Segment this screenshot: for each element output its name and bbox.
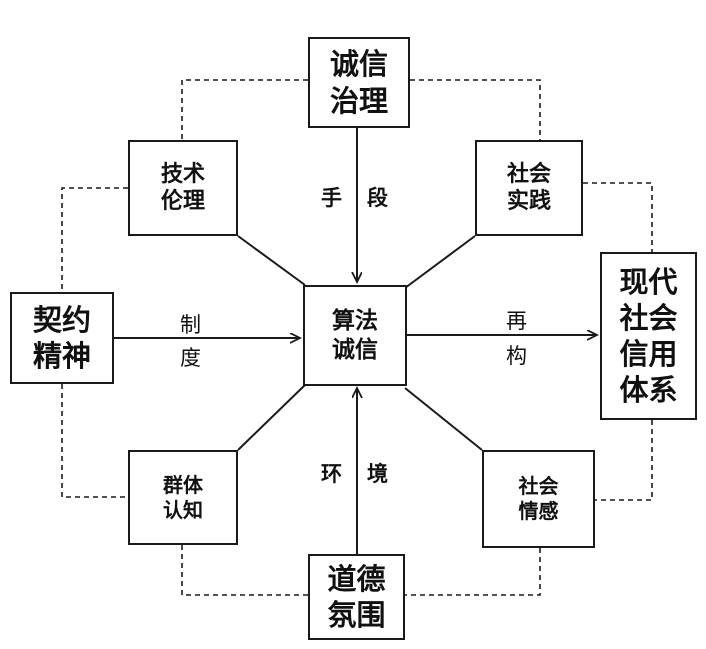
node-right: 现代 社会 信用 体系 xyxy=(600,252,697,420)
node-left-line-1: 契约 xyxy=(32,302,91,337)
edge-label-environment-1: 环 xyxy=(321,462,342,486)
node-right-line-3: 信用 xyxy=(619,337,678,371)
node-bottom-line-1: 道德 xyxy=(327,561,386,596)
node-right-line-2: 社会 xyxy=(619,300,678,335)
dashed-link-topright-to-right xyxy=(583,182,653,252)
edge-label-reconstruct-1: 再 xyxy=(506,309,527,333)
node-top-line-1: 诚信 xyxy=(329,47,388,82)
node-bottom-line-2: 氛围 xyxy=(327,598,386,632)
node-right-line-4: 体系 xyxy=(619,373,678,408)
connector-topright xyxy=(404,235,476,289)
dashed-link-left-to-bottomleft xyxy=(61,384,128,498)
node-top-right-line-2: 实践 xyxy=(506,189,551,214)
diagonal-connectors xyxy=(237,235,483,451)
node-left: 契约 精神 xyxy=(10,292,114,384)
node-center: 算法 诚信 xyxy=(303,285,407,386)
edge-label-system-2: 度 xyxy=(180,346,201,370)
edge-label-reconstruct-2: 构 xyxy=(506,344,527,368)
arrows xyxy=(114,128,597,554)
dashed-link-topleft-to-left xyxy=(61,187,128,292)
node-top-left: 技术 伦理 xyxy=(128,140,238,236)
node-top-right: 社会 实践 xyxy=(475,140,583,236)
node-top-right-line-1: 社会 xyxy=(506,161,551,187)
node-bottom-right: 社会 情感 xyxy=(482,450,595,548)
connector-topleft xyxy=(237,235,306,286)
node-bottom-left-line-1: 群体 xyxy=(163,472,203,497)
node-right-line-1: 现代 xyxy=(619,264,678,299)
edge-label-system-1: 制 xyxy=(180,313,201,337)
node-bottom-left-line-2: 认知 xyxy=(163,497,203,522)
connector-bottomleft xyxy=(237,384,306,451)
node-bottom: 道德 氛围 xyxy=(308,554,405,640)
node-bottom-right-line-2: 情感 xyxy=(518,499,559,523)
edge-label-environment-2: 境 xyxy=(367,462,388,486)
node-top-left-line-2: 伦理 xyxy=(160,189,205,214)
dashed-link-top-to-topright xyxy=(410,79,541,140)
dashed-link-right-to-bottomright xyxy=(595,420,653,501)
node-top-line-2: 治理 xyxy=(329,83,388,118)
dashed-link-top-to-topleft xyxy=(181,79,308,140)
node-top: 诚信 治理 xyxy=(308,37,410,128)
node-top-left-line-1: 技术 xyxy=(160,161,205,187)
node-center-line-1: 算法 xyxy=(332,307,378,334)
dashed-link-bottomright-to-bottom xyxy=(405,548,541,596)
dashed-outer-loop xyxy=(61,79,653,596)
node-bottom-right-line-1: 社会 xyxy=(518,474,559,498)
connector-bottomright xyxy=(404,387,483,451)
node-bottom-left: 群体 认知 xyxy=(128,450,238,545)
edge-label-means-2: 段 xyxy=(367,186,388,210)
node-left-line-2: 精神 xyxy=(32,339,91,373)
edge-label-means-1: 手 xyxy=(321,186,342,210)
dashed-link-bottomleft-to-bottom xyxy=(181,545,308,596)
node-center-line-2: 诚信 xyxy=(332,336,378,363)
